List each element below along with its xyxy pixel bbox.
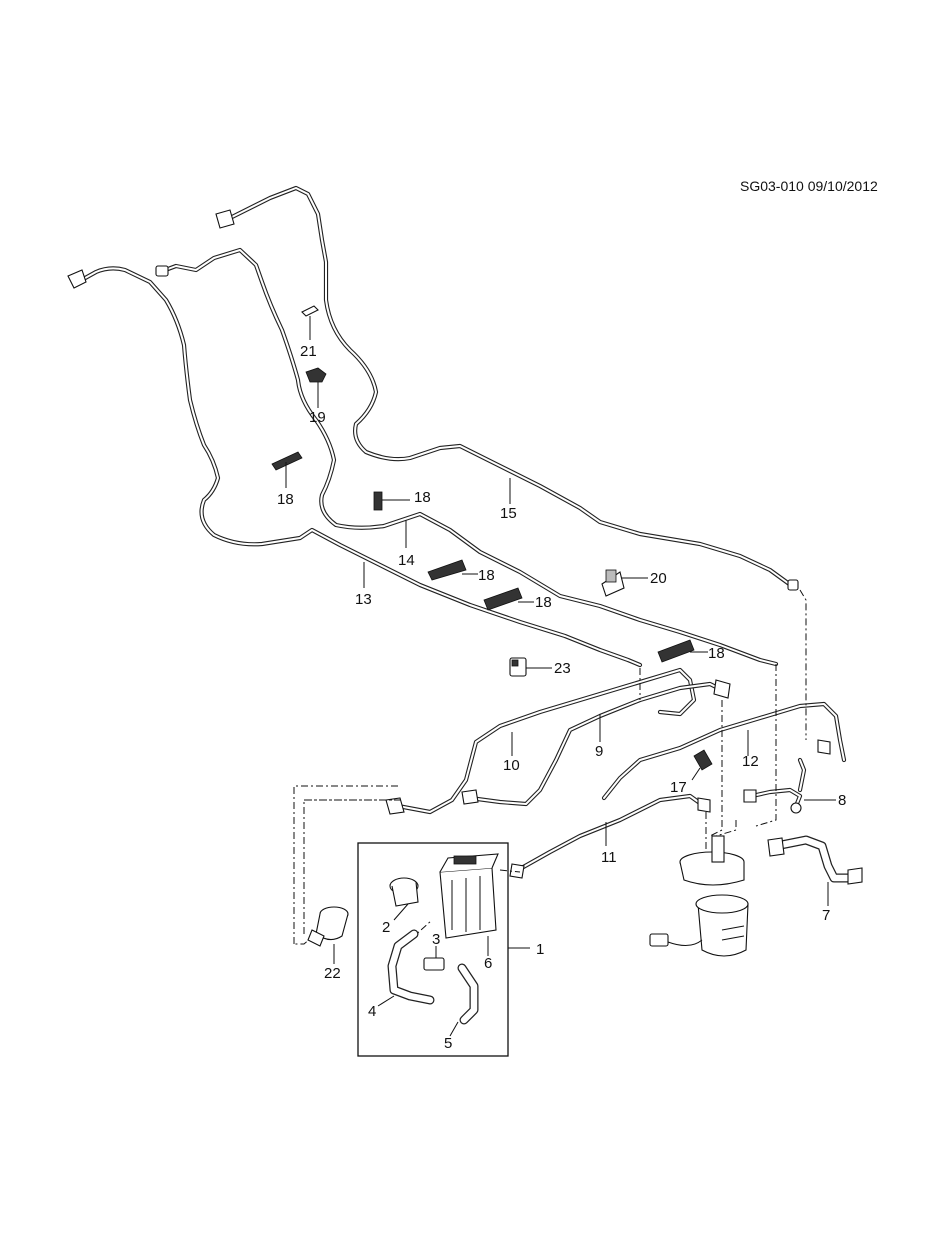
- canister-assembly-box: [357, 842, 509, 1057]
- callout-14: 14: [398, 552, 415, 569]
- callout-18a: 18: [277, 491, 294, 508]
- connector-23: [509, 657, 527, 677]
- callout-22: 22: [324, 965, 341, 982]
- callout-19: 19: [309, 409, 326, 426]
- callout-9: 9: [595, 743, 603, 760]
- leader-lines: [285, 316, 836, 1037]
- fuel-line-11: [509, 793, 711, 879]
- fuel-line-12: [601, 701, 847, 801]
- callout-18e: 18: [708, 645, 725, 662]
- fuel-line-8: [743, 757, 807, 814]
- clip-19: [305, 367, 327, 383]
- callout-21: 21: [300, 343, 317, 360]
- callout-23: 23: [554, 660, 571, 677]
- callout-18d: 18: [535, 594, 552, 611]
- fuel-pump-module: [649, 835, 749, 957]
- fuel-hose-7: [767, 835, 863, 885]
- clip-21: [301, 305, 319, 317]
- callout-6: 6: [484, 955, 492, 972]
- clip-18c: [427, 559, 467, 581]
- fuel-line-9: [461, 679, 731, 807]
- callout-1: 1: [536, 941, 544, 958]
- fuel-line-14: [155, 247, 779, 667]
- callout-12: 12: [742, 753, 759, 770]
- clip-18d: [483, 587, 523, 611]
- clip-18e: [657, 639, 695, 663]
- fuel-line-13: [67, 266, 643, 668]
- callout-20: 20: [650, 570, 667, 587]
- document-reference: SG03-010 09/10/2012: [740, 178, 878, 194]
- callout-13: 13: [355, 591, 372, 608]
- fuel-line-10: [385, 667, 697, 815]
- callout-4: 4: [368, 1003, 376, 1020]
- callout-3: 3: [432, 931, 440, 948]
- connector-17: [693, 749, 713, 771]
- fuel-line-15: [215, 185, 799, 591]
- callout-11: 11: [601, 849, 617, 866]
- callout-18c: 18: [478, 567, 495, 584]
- callout-8: 8: [838, 792, 846, 809]
- bracket-20: [601, 569, 625, 597]
- callout-17: 17: [670, 779, 687, 796]
- clip-18b: [373, 491, 383, 511]
- callout-10: 10: [503, 757, 520, 774]
- callout-18b: 18: [414, 489, 431, 506]
- callout-15: 15: [500, 505, 517, 522]
- callout-numbers: 1 2 3 4 5 6 7 8 9 10 11 12 13 14 15 17 1…: [277, 343, 846, 1052]
- clip-18a: [271, 451, 303, 471]
- callout-7: 7: [822, 907, 830, 924]
- callout-2: 2: [382, 919, 390, 936]
- fuel-filter-22: [307, 906, 349, 947]
- callout-5: 5: [444, 1035, 452, 1052]
